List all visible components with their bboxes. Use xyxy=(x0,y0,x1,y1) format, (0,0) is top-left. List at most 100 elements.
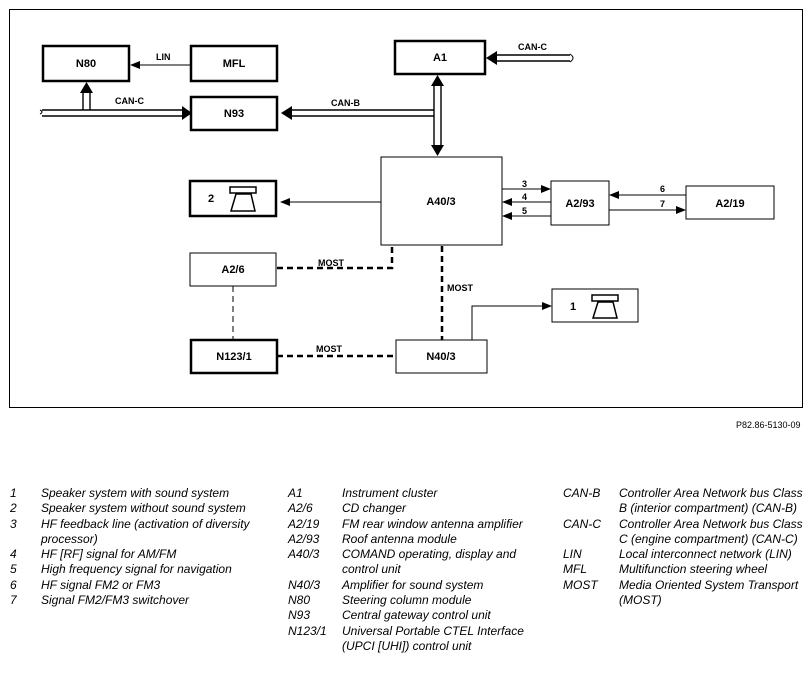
legend-key: A1 xyxy=(288,486,303,500)
signal-3-label: 3 xyxy=(522,179,527,189)
svg-text:N40/3: N40/3 xyxy=(426,351,455,363)
legend-text: Controller Area Network bus Class B (int… xyxy=(619,486,803,516)
legend-key: LIN xyxy=(563,547,582,562)
legend-entry: N40/3 Amplifier for sound system xyxy=(288,578,533,593)
legend-entry: A40/3 COMAND operating, display and contr… xyxy=(288,547,533,578)
svg-text:2: 2 xyxy=(208,193,214,205)
figure-reference: P82.86-5130-09 xyxy=(736,420,801,430)
legend-text: Universal Portable CTEL Interface (UPCI … xyxy=(342,623,524,653)
legend-key: 1 xyxy=(10,486,17,500)
n80-box: N80 xyxy=(41,44,131,83)
can-b-bus xyxy=(281,106,434,120)
legend-key: N123/1 xyxy=(288,623,327,638)
legend-key: 2 xyxy=(10,501,17,516)
a2-93-signal-lines xyxy=(502,185,551,220)
legend-entry: MOST Media Oriented System Transport (MOS… xyxy=(563,578,803,609)
most-lines xyxy=(232,246,444,358)
n40-to-speaker1-line xyxy=(471,302,552,340)
most-label-n123: MOST xyxy=(316,344,343,354)
legend-text: Speaker system without sound system xyxy=(41,501,246,516)
a1-a40-bus xyxy=(431,75,444,156)
legend-key: N40/3 xyxy=(288,577,321,592)
svg-text:A1: A1 xyxy=(433,52,447,64)
lin-label: LIN xyxy=(156,52,171,62)
can-b-label: CAN-B xyxy=(331,98,360,108)
legend-key: CAN-B xyxy=(563,486,601,500)
signal-5-label: 5 xyxy=(522,206,527,216)
legend-key: N80 xyxy=(288,593,311,608)
a2-93-box: A2/93 xyxy=(550,180,610,226)
legend-text: High frequency signal for navigation xyxy=(41,562,232,577)
svg-text:1: 1 xyxy=(570,301,576,313)
a2-6-box: A2/6 xyxy=(189,252,277,287)
legend-key: A40/3 xyxy=(288,547,320,562)
legend-text: FM rear window antenna amplifier xyxy=(342,516,523,531)
legend-text: Central gateway control unit xyxy=(342,608,491,623)
most-label-a26: MOST xyxy=(318,258,345,268)
can-c-bus-left xyxy=(39,82,192,120)
a2-19-box: A2/19 xyxy=(685,185,775,220)
legend-entry: 4 HF [RF] signal for AM/FM xyxy=(10,547,250,562)
a40-3-box: A40/3 xyxy=(380,156,503,246)
legend-key: MOST xyxy=(563,577,598,592)
svg-text:N123/1: N123/1 xyxy=(216,351,251,363)
legend-text: CD changer xyxy=(342,501,407,516)
legend-text: COMAND operating, display and control un… xyxy=(342,547,517,577)
svg-text:A2/19: A2/19 xyxy=(715,198,744,210)
legend-key: A2/93 xyxy=(288,531,320,546)
a2-19-signal-lines xyxy=(609,191,686,214)
most-label-vertical: MOST xyxy=(447,283,474,293)
legend-key: 4 xyxy=(10,547,17,562)
legend-key: 6 xyxy=(10,577,17,592)
legend-text: Signal FM2/FM3 switchover xyxy=(41,593,190,608)
legend-text: Amplifier for sound system xyxy=(342,577,484,592)
legend-text: HF [RF] signal for AM/FM xyxy=(41,547,177,562)
legend-key: 7 xyxy=(10,593,17,608)
legend-entry: N123/1 Universal Portable CTEL Interface … xyxy=(288,624,533,655)
mfl-box: MFL xyxy=(189,44,279,83)
speaker-icon xyxy=(591,294,619,319)
signal-7-label: 7 xyxy=(660,199,665,209)
legend-entry: CAN-C Controller Area Network bus Class C… xyxy=(563,517,803,548)
signal-4-label: 4 xyxy=(522,192,527,202)
legend-entry: 2 Speaker system without sound system xyxy=(10,501,250,516)
n93-box: N93 xyxy=(189,95,279,132)
legend-text: HF feedback line (activation of diversit… xyxy=(41,516,250,546)
svg-text:A2/93: A2/93 xyxy=(565,198,594,210)
legend-key: CAN-C xyxy=(563,516,601,531)
legend-text: Controller Area Network bus Class C (eng… xyxy=(619,516,803,546)
legend-entry: CAN-B Controller Area Network bus Class B… xyxy=(563,486,803,517)
legend-entry: 7 Signal FM2/FM3 switchover xyxy=(10,593,250,608)
legend-text: Media Oriented System Transport (MOST) xyxy=(619,577,799,608)
speaker-2-box: 2 xyxy=(188,179,278,218)
n40-3-box: N40/3 xyxy=(395,339,488,374)
can-c-right-label: CAN-C xyxy=(518,42,547,52)
legend-text: Multifunction steering wheel xyxy=(619,562,768,577)
legend-entry: N93 Central gateway control unit xyxy=(288,608,533,623)
can-c-left-label: CAN-C xyxy=(115,96,144,106)
svg-text:MFL: MFL xyxy=(223,58,246,70)
a40-to-speaker2-line xyxy=(280,198,381,206)
speaker-1-box: 1 xyxy=(551,288,639,323)
signal-6-label: 6 xyxy=(660,184,665,194)
svg-text:N93: N93 xyxy=(224,108,244,120)
n123-1-box: N123/1 xyxy=(189,338,279,375)
a1-box: A1 xyxy=(393,39,487,76)
legend-abbreviations: CAN-B Controller Area Network bus Class B… xyxy=(563,486,803,608)
lin-line xyxy=(130,61,190,69)
legend-text: Steering column module xyxy=(342,593,472,608)
svg-text:A2/6: A2/6 xyxy=(221,264,244,276)
block-diagram: N80 MFL N93 A1 A40/3 A2/93 A2/19 A2/6 N1… xyxy=(9,9,803,408)
svg-text:A40/3: A40/3 xyxy=(426,196,455,208)
legend-entry: N80 Steering column module xyxy=(288,593,533,608)
legend-key: N93 xyxy=(288,608,311,623)
